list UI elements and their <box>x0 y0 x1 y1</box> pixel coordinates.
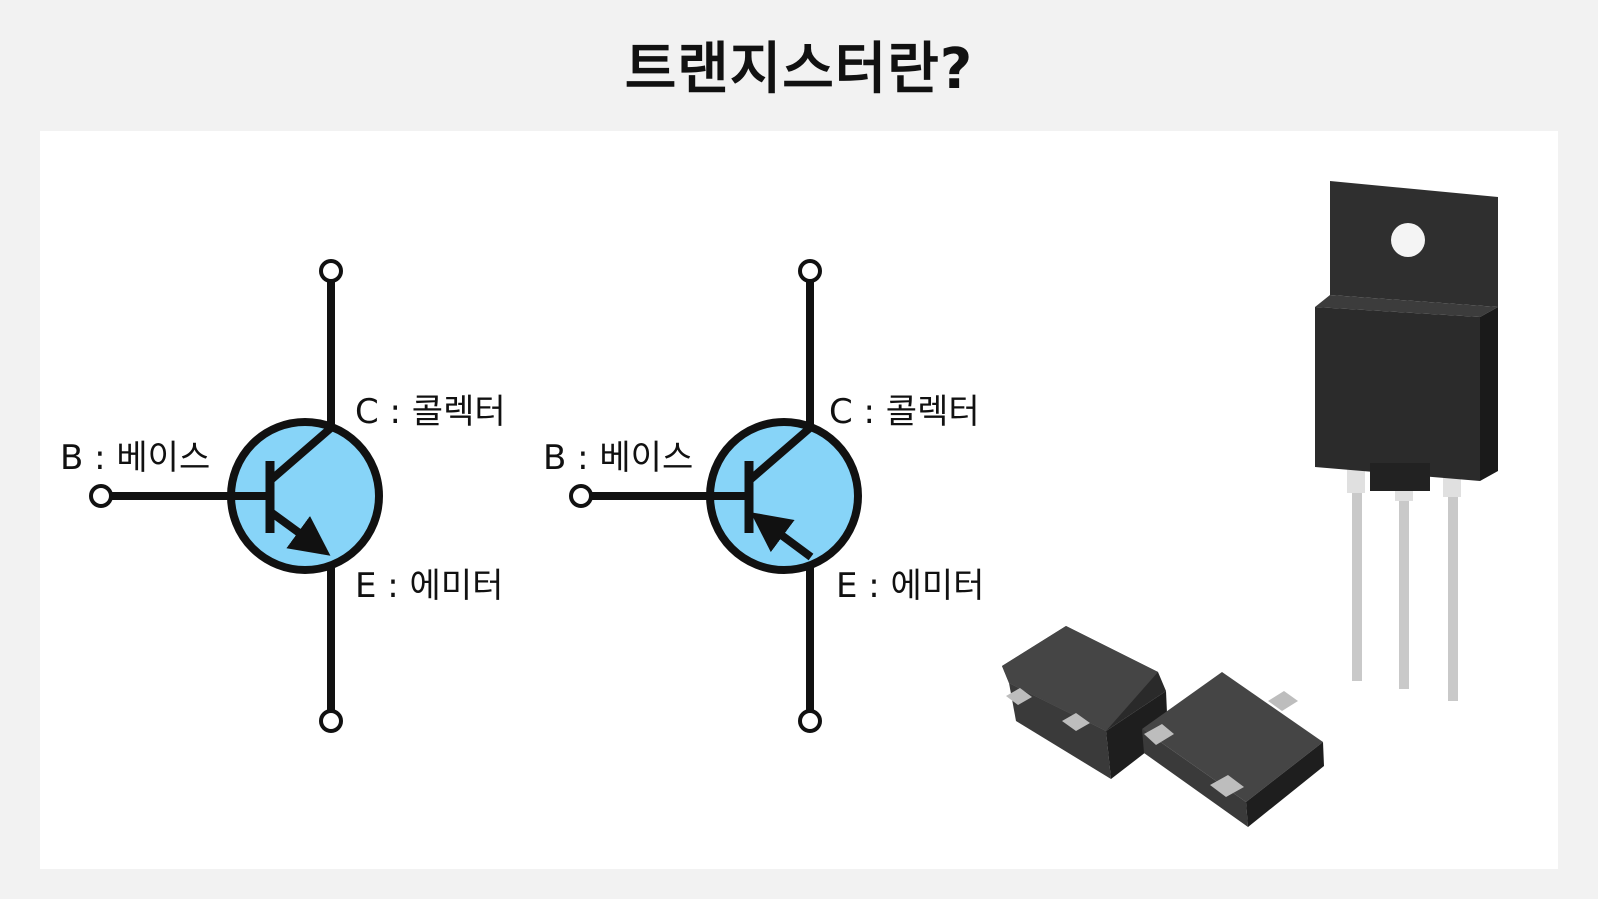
smd-transistor-photo-1 <box>1002 626 1168 779</box>
page-title: 트랜지스터란? <box>624 37 974 102</box>
collector-lead <box>748 423 814 483</box>
collector-terminal <box>798 259 822 283</box>
collector-terminal <box>319 259 343 283</box>
emitter-terminal <box>319 709 343 733</box>
smd-transistor-photo-2 <box>1142 672 1324 827</box>
through-hole-transistor-photo <box>1315 181 1498 701</box>
base-terminal <box>569 484 593 508</box>
base-label: B : 베이스 <box>543 438 693 478</box>
emitter-label: E : 에미터 <box>355 566 503 606</box>
collector-label: C : 콜렉터 <box>829 392 980 432</box>
collector-lead <box>269 423 335 483</box>
base-label: B : 베이스 <box>60 438 210 478</box>
diagram-panel: C : 콜렉터 B : 베이스 E : 에미터 C : 콜렉터 B : 베이스 … <box>40 131 1558 869</box>
base-terminal <box>89 484 113 508</box>
emitter-arrow <box>269 509 331 556</box>
transistor-diagram: C : 콜렉터 B : 베이스 E : 에미터 C : 콜렉터 B : 베이스 … <box>60 181 1498 827</box>
collector-label: C : 콜렉터 <box>355 392 506 432</box>
pnp-transistor-symbol: C : 콜렉터 B : 베이스 E : 에미터 <box>543 259 984 733</box>
emitter-terminal <box>798 709 822 733</box>
emitter-label: E : 에미터 <box>836 566 984 606</box>
emitter-arrow <box>750 512 814 561</box>
npn-transistor-symbol: C : 콜렉터 B : 베이스 E : 에미터 <box>60 259 506 733</box>
